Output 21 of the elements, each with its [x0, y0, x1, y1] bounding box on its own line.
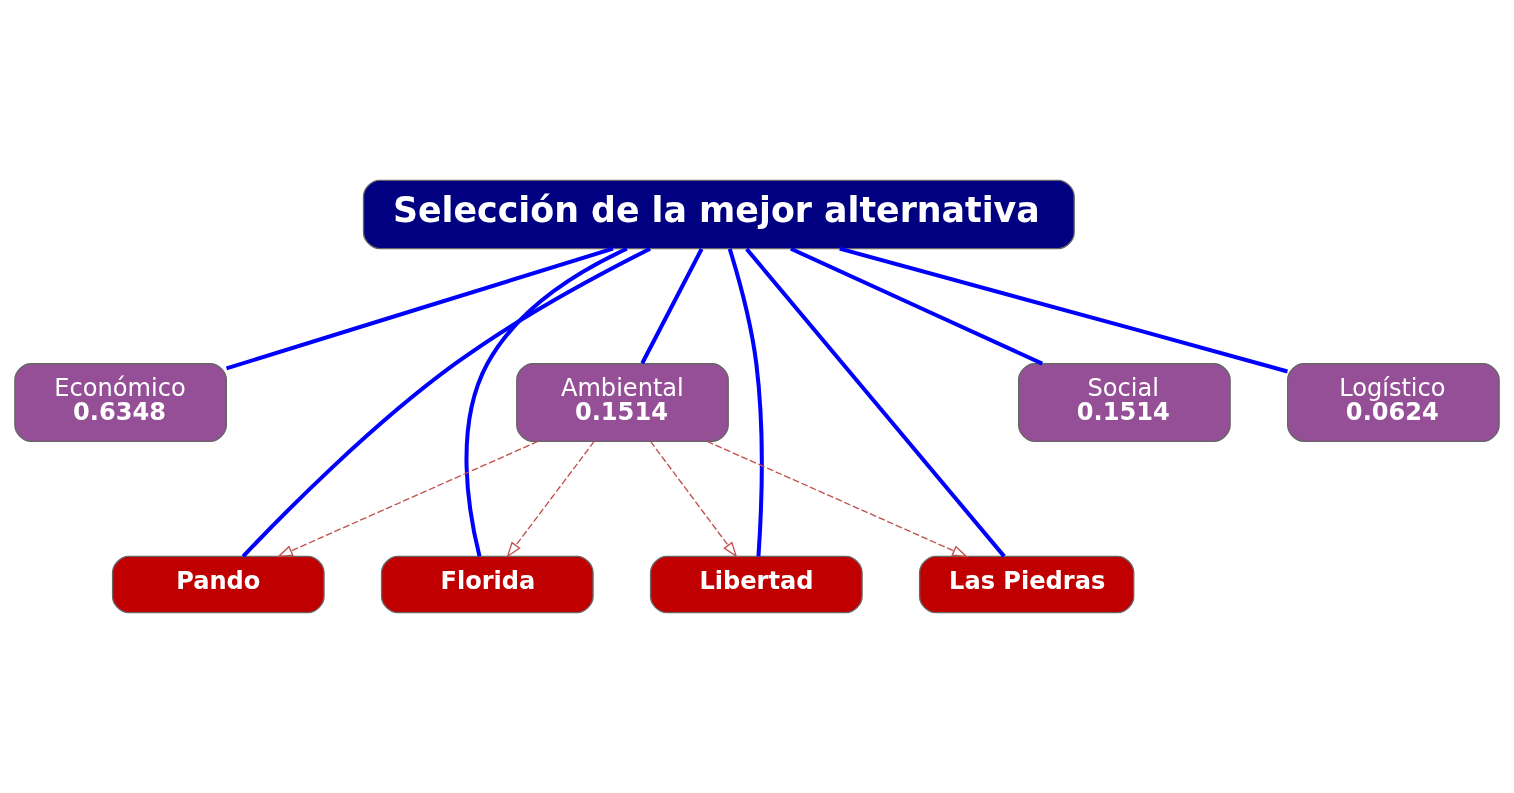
- arrow: [706, 440, 969, 558]
- arrow: [506, 440, 595, 558]
- node-box: Social 0.1514: [1018, 363, 1231, 442]
- arrow: [276, 440, 539, 558]
- connector: [839, 246, 1288, 374]
- connector: [225, 246, 614, 371]
- connector: [745, 247, 1006, 558]
- connector: [640, 248, 704, 365]
- node-box: Ambiental 0.1514: [516, 363, 729, 442]
- connector: [790, 246, 1044, 366]
- node-box: Pando: [111, 555, 325, 614]
- arrow: [649, 440, 738, 558]
- node-box: Selección de la mejor alternativa: [362, 179, 1075, 250]
- node-box: Libertad: [649, 555, 863, 614]
- connector: [241, 246, 651, 558]
- node-box: Florida: [380, 555, 594, 614]
- node-box: Económico 0.6348: [14, 363, 227, 442]
- node-box: Las Piedras: [918, 555, 1135, 614]
- connector: [727, 248, 764, 557]
- node-box: Logístico 0.0624: [1287, 363, 1500, 442]
- connector: [464, 246, 628, 557]
